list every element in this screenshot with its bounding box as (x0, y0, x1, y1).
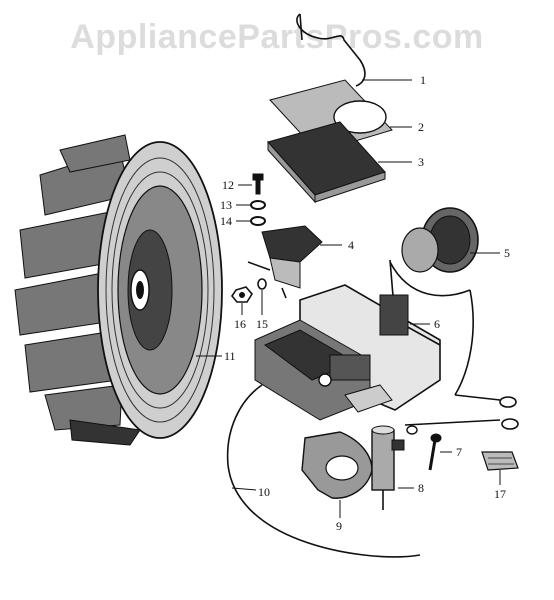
part-9-gasket-plate (301, 431, 373, 499)
part-1-wire-clip (296, 13, 366, 87)
part-3-filter-pad (267, 121, 386, 204)
part-13-washer (250, 200, 266, 210)
callout-17: 17 (494, 487, 506, 501)
leader-lines (196, 79, 501, 518)
part-15-washer (257, 278, 267, 290)
part-10-wire (226, 384, 421, 558)
callout-2: 2 (418, 120, 424, 134)
part-7-screw (428, 433, 442, 471)
callout-5: 5 (504, 246, 510, 260)
ground-wire (404, 394, 519, 435)
part-6-housing (254, 259, 441, 421)
part-16-nut (231, 286, 253, 303)
callout-16: 16 (234, 317, 246, 331)
callout-4: 4 (348, 238, 354, 252)
callout-3: 3 (418, 155, 424, 169)
part-12-screw (252, 173, 264, 195)
callout-14: 14 (220, 214, 232, 228)
callout-10: 10 (258, 485, 270, 499)
part-17-connector (481, 451, 519, 471)
callout-7: 7 (456, 445, 462, 459)
callout-15: 15 (256, 317, 268, 331)
callout-6: 6 (434, 317, 440, 331)
callout-1: 1 (420, 73, 426, 87)
callout-8: 8 (418, 481, 424, 495)
part-4-switch (247, 225, 323, 299)
part-14-washer (250, 216, 266, 226)
part-11-blower-wheel (14, 134, 223, 446)
callout-12: 12 (222, 178, 234, 192)
callout-11: 11 (224, 349, 236, 363)
callout-9: 9 (336, 519, 342, 533)
callout-13: 13 (220, 198, 232, 212)
part-5-motor (389, 207, 479, 396)
callout-labels: 1 2 3 4 5 6 7 8 9 10 11 12 13 14 15 16 1… (220, 73, 510, 533)
part-8-capacitor (371, 425, 405, 510)
watermark-text: AppliancePartsPros.com (70, 18, 484, 56)
